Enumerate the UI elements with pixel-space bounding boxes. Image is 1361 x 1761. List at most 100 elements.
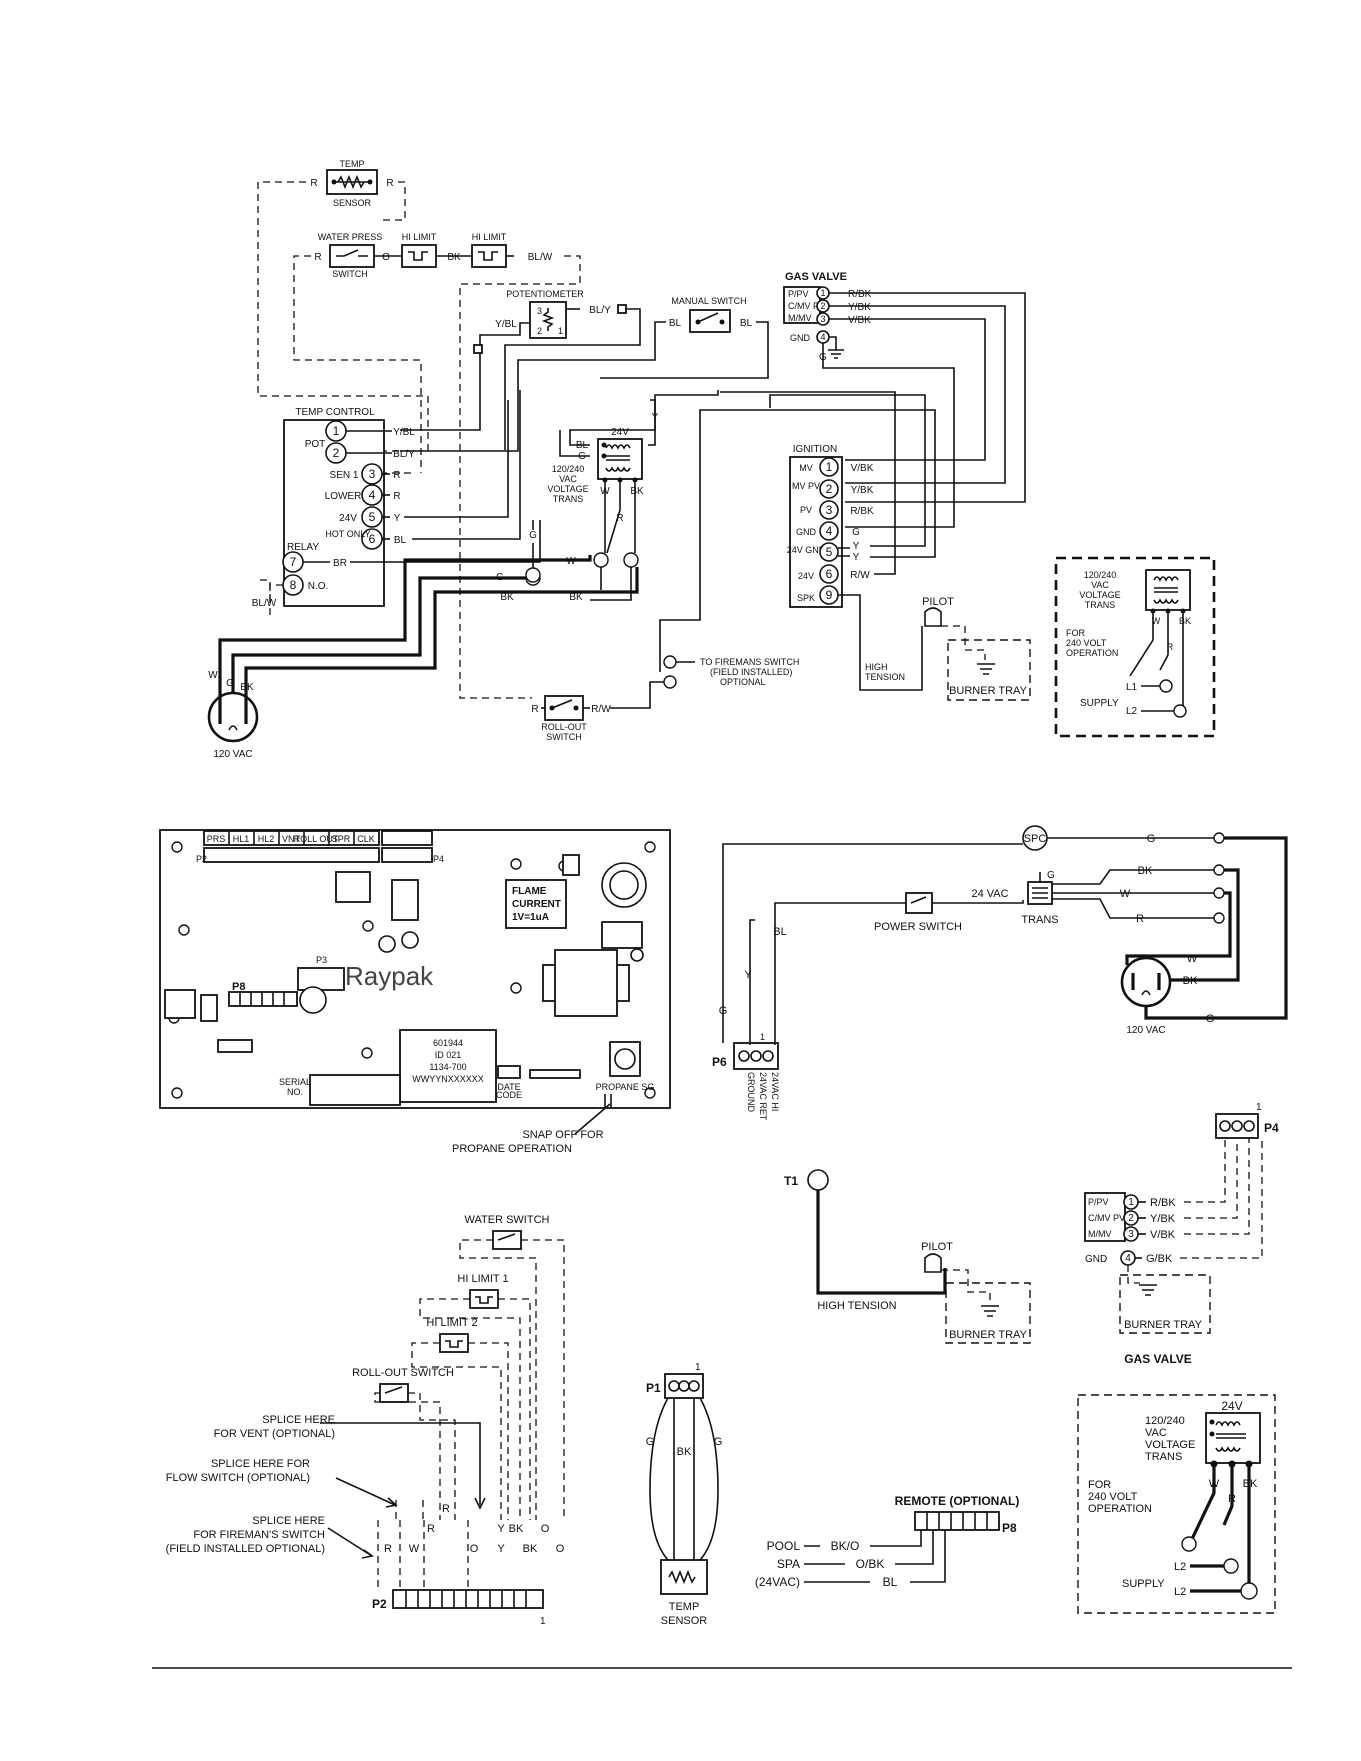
potentiometer-label: POTENTIOMETER [506, 289, 584, 299]
inset-wire-r: R [1167, 642, 1174, 652]
ign-wire-r-bk: R/BK [850, 506, 874, 517]
ign-term-pv: PV [800, 505, 812, 515]
trans-24v-label: 24V [611, 427, 629, 438]
hi-limit-2-label: HI LIMIT 2 [426, 1317, 477, 1329]
inset2-note: 240 VOLT [1088, 1491, 1138, 1503]
p6-wire-y: Y [744, 969, 752, 981]
splice-flow-label: SPLICE HERE FOR [211, 1458, 310, 1470]
tc-hot-only-label: HOT ONLY [325, 529, 370, 539]
p6-pin-24vac-hi: 24VAC HI [770, 1072, 780, 1111]
svg-text:2: 2 [333, 446, 340, 460]
splice-vent-label: SPLICE HERE [262, 1414, 335, 1426]
header-rollout: ROLL OUT [294, 834, 339, 844]
temp-control-title: TEMP CONTROL [295, 407, 375, 418]
manual-switch: MANUAL SWITCH BL BL [400, 296, 769, 452]
svg-text:3: 3 [369, 467, 376, 481]
ign-term-mv: MV [799, 463, 813, 473]
p4-wire-r-bk: R/BK [1150, 1197, 1176, 1209]
flame-current-label: CURRENT [512, 899, 561, 910]
remote-wire-o-bk: O/BK [856, 1557, 885, 1571]
inset-l2: L2 [1126, 706, 1138, 717]
gas-valve-wire-y-bk: Y/BK [848, 302, 871, 313]
svg-text:6: 6 [826, 567, 833, 581]
svg-text:2: 2 [1128, 1213, 1134, 1224]
high-tension-label: HIGH [865, 662, 888, 672]
inset-wire-bk: BK [1179, 616, 1191, 626]
board-header-strip: PRS HL1 HL2 VNT ROLL OUT SPR CLK P2 P4 [196, 830, 444, 864]
remote-optional: REMOTE (OPTIONAL) P8 POOL SPA (24VAC) BK… [755, 1494, 1019, 1589]
pilot-assembly: PILOT BURNER TRAY [922, 596, 1031, 701]
p1-wire-g: G [646, 1436, 655, 1448]
p4-wire-v-bk: V/BK [1150, 1229, 1176, 1241]
svg-text:3: 3 [1128, 1229, 1134, 1240]
wire-label-y-bl: Y/BL [495, 319, 517, 330]
gas-valve-title: GAS VALVE [785, 271, 847, 283]
header-vnt: VNT [282, 834, 301, 844]
p2-label: P2 [372, 1597, 387, 1611]
p4-label: P4 [1264, 1121, 1279, 1135]
remote-24vac: (24VAC) [755, 1575, 800, 1589]
safety-chain: WATER PRESS SWITCH HI LIMIT HI LIMIT O B… [314, 232, 552, 279]
wire-label-bl: BL [740, 318, 753, 329]
water-press-switch-label: SWITCH [332, 269, 368, 279]
header-spr: SPR [332, 834, 351, 844]
tc-wire-bl-y: BL/Y [393, 449, 415, 460]
ign-term-mvpv: MV PV [792, 481, 820, 491]
inset-note: 240 VOLT [1066, 638, 1107, 648]
svg-text:9: 9 [826, 588, 833, 602]
p1-wire-g: G [714, 1436, 723, 1448]
propane-sg-label: PROPANE SG [596, 1082, 655, 1092]
splice-fireman-label: (FIELD INSTALLED OPTIONAL) [166, 1543, 325, 1555]
inset-trans-label: 120/240 [1084, 570, 1117, 580]
p6-wire-g: G [719, 1005, 728, 1017]
p6-wire-w: W [1120, 888, 1131, 900]
potentiometer: POTENTIOMETER 3 2 1 BL/Y Y/BL [400, 289, 641, 450]
remote-pool: POOL [767, 1539, 801, 1553]
hi-limit-label-1: HI LIMIT [402, 232, 437, 242]
wire-label-y: Y [652, 412, 659, 423]
trans-label: VAC [559, 474, 577, 484]
ign-wire-g: G [852, 527, 860, 538]
t1-burner-tray-label: BURNER TRAY [949, 1329, 1027, 1341]
p2-wire-y: Y [497, 1543, 505, 1555]
remote-spa: SPA [777, 1557, 800, 1571]
svg-text:4: 4 [1125, 1253, 1131, 1264]
wire-label-r: R [616, 513, 623, 524]
p4-gas-valve: 1 P4 P/PV C/MV PV M/MV GND 1 2 3 4 R/BK … [1084, 1102, 1279, 1366]
wire-label-bk: BK [630, 486, 644, 497]
burner-tray-label: BURNER TRAY [949, 685, 1027, 697]
ign-wire-v-bk: V/BK [851, 463, 874, 474]
board-id-line: 601944 [433, 1038, 463, 1048]
p2-wire-bk: BK [523, 1543, 538, 1555]
rollout-switch-label: ROLL-OUT SWITCH [352, 1367, 454, 1379]
tc-wire-br: BR [333, 558, 347, 569]
p2-wire-r: R [384, 1543, 392, 1555]
flame-current-label: FLAME [512, 886, 547, 897]
svg-text:3: 3 [826, 503, 833, 517]
inset-trans-label: VOLTAGE [1079, 590, 1120, 600]
svg-text:5: 5 [369, 510, 376, 524]
wire-label-w: W [566, 556, 576, 567]
gas-valve-term-label: P/PV [788, 289, 809, 299]
transformer: 24V 120/240 VAC VOLTAGE TRANS BL G W R B… [525, 390, 719, 601]
p6-wire-bk: BK [1183, 975, 1198, 987]
ign-wire-y-bk: Y/BK [851, 485, 874, 496]
inset-l1: L1 [1126, 682, 1138, 693]
ign-wire-y: Y [853, 541, 860, 552]
serial-label: SERIAL [279, 1077, 311, 1087]
remote-wire-bl: BL [883, 1575, 898, 1589]
svg-text:7: 7 [290, 555, 297, 569]
p1-temp-sensor: P1 1 G BK G TEMP SENSOR [646, 1362, 723, 1627]
p2-wire-o: O [541, 1523, 550, 1535]
p2-wire-r: R [427, 1523, 435, 1535]
svg-text:1: 1 [820, 288, 825, 298]
splice-vent-label: FOR VENT (OPTIONAL) [214, 1428, 335, 1440]
wire-label-g: G [819, 352, 827, 363]
p4-term-label: M/MV [1088, 1229, 1112, 1239]
splice-fireman-label: FOR FIREMAN'S SWITCH [193, 1529, 325, 1541]
inset2-note: OPERATION [1088, 1503, 1152, 1515]
remote-wire-bk-o: BK/O [831, 1539, 860, 1553]
svg-text:2: 2 [820, 301, 825, 311]
board-p8-header: P8 [228, 981, 298, 1007]
